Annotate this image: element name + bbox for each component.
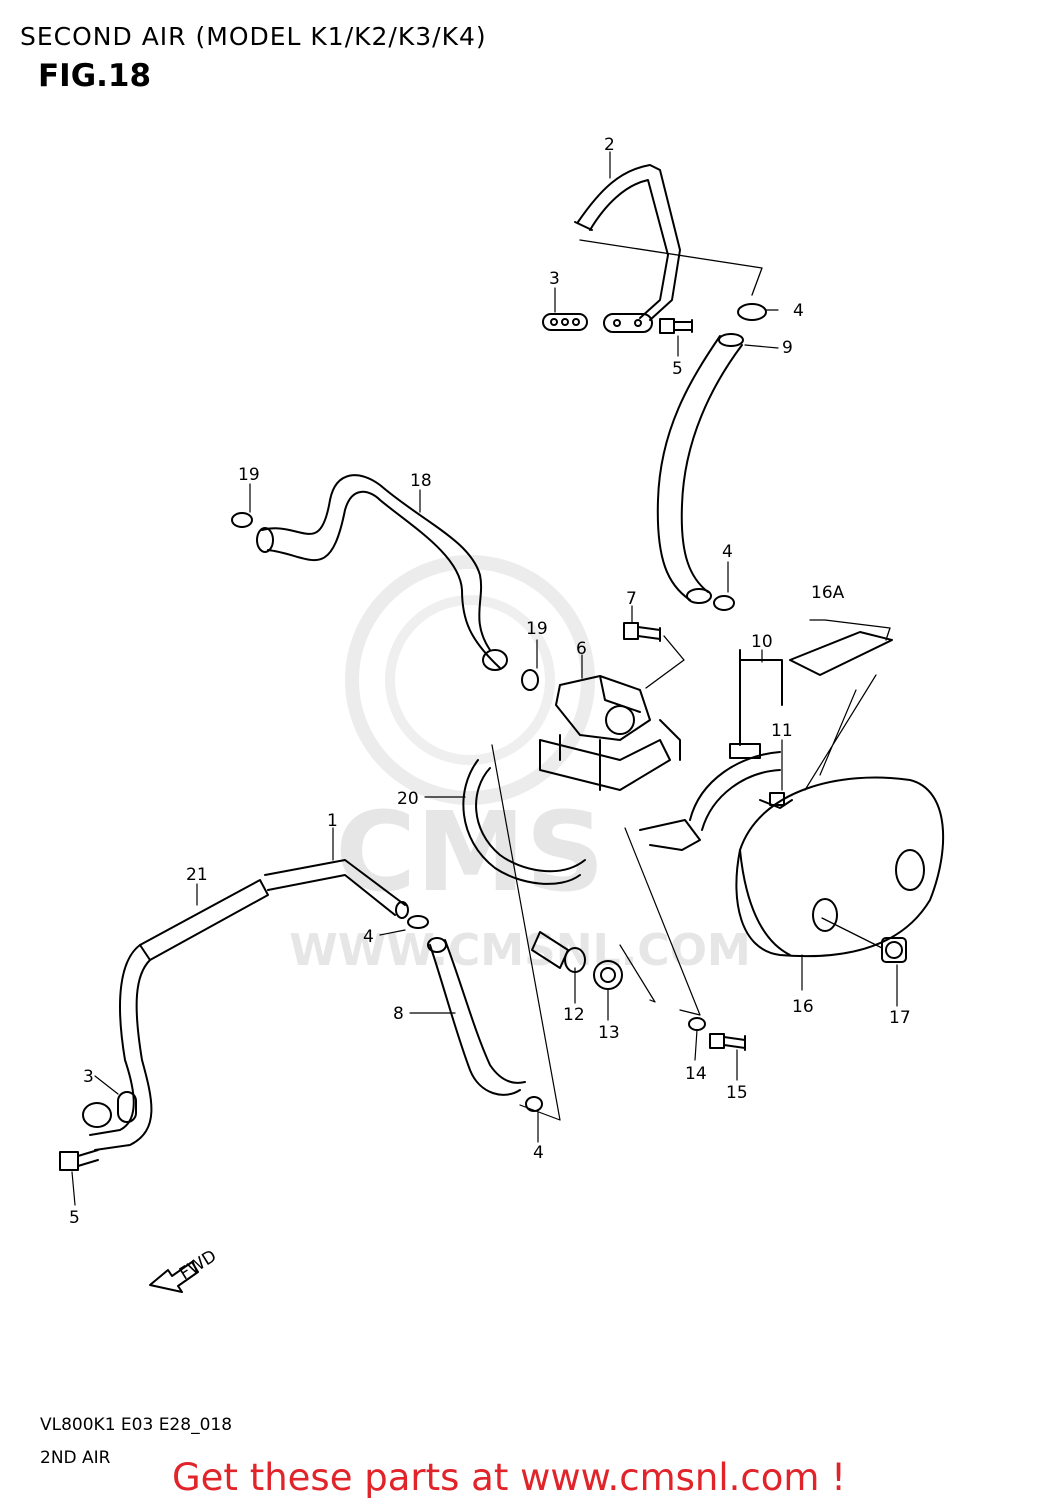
clip-part-4-low xyxy=(407,915,429,929)
cap-nut-part-17 xyxy=(881,937,907,963)
pipe-part-21 xyxy=(89,879,269,1151)
callout-4-bottom: 4 xyxy=(533,1143,544,1163)
pipe-part-1 xyxy=(264,859,409,919)
callout-7: 7 xyxy=(626,589,637,609)
clip-part-4-bottom xyxy=(525,1096,543,1112)
callout-8: 8 xyxy=(393,1004,404,1024)
gasket-part-3-top xyxy=(542,313,653,333)
bracket-part-10 xyxy=(689,649,793,831)
collar-part-13 xyxy=(593,960,623,990)
callout-4-top: 4 xyxy=(793,301,804,321)
callout-4-low: 4 xyxy=(363,927,374,947)
callout-2: 2 xyxy=(604,135,615,155)
callout-3-bottom: 3 xyxy=(83,1067,94,1087)
hose-part-20 xyxy=(462,759,586,885)
hose-part-9 xyxy=(656,333,744,604)
clip-part-4-top xyxy=(737,303,767,321)
callout-3-top: 3 xyxy=(549,269,560,289)
callout-9: 9 xyxy=(782,338,793,358)
clip-part-19-mid xyxy=(521,669,539,691)
clip-part-19-left xyxy=(231,512,253,528)
bolt-part-5-bottom xyxy=(59,1149,99,1171)
callout-12: 12 xyxy=(563,1005,585,1025)
figure-number: FIG.18 xyxy=(38,58,152,94)
valve-part-6 xyxy=(539,675,681,791)
pad-part-16a xyxy=(789,631,893,676)
clip-part-4-mid xyxy=(713,595,735,611)
bolt-part-5-top xyxy=(659,318,693,334)
leader-lines xyxy=(71,151,898,1206)
callout-17: 17 xyxy=(889,1008,911,1028)
callout-14: 14 xyxy=(685,1064,707,1084)
hose-part-8 xyxy=(427,937,526,1096)
callout-5-top: 5 xyxy=(672,359,683,379)
watermark-brand: CMS xyxy=(335,788,604,916)
callout-4-mid: 4 xyxy=(722,542,733,562)
section-name: 2ND AIR xyxy=(40,1448,111,1468)
fwd-label: FWD xyxy=(176,1246,220,1284)
bolt-part-7 xyxy=(623,622,661,642)
gasket-part-3-bottom xyxy=(82,1091,137,1128)
callout-16a: 16A xyxy=(811,583,845,603)
callout-labels: 2 3 4 5 9 19 18 4 7 16A 19 6 10 11 20 1 … xyxy=(69,135,911,1228)
callout-19-mid: 19 xyxy=(526,619,548,639)
callout-15: 15 xyxy=(726,1083,748,1103)
watermark: CMS WWW.CMSNL.COM xyxy=(289,555,751,976)
hose-part-18 xyxy=(256,474,508,671)
cover-part-16 xyxy=(735,776,945,958)
washer-part-14 xyxy=(688,1017,706,1031)
callout-20: 20 xyxy=(397,789,419,809)
forward-arrow-icon xyxy=(149,1261,199,1293)
callout-13: 13 xyxy=(598,1023,620,1043)
callout-18: 18 xyxy=(410,471,432,491)
callout-11: 11 xyxy=(771,721,793,741)
callout-16: 16 xyxy=(792,997,814,1017)
callout-10: 10 xyxy=(751,632,773,652)
diagram-header: SECOND AIR (MODEL K1/K2/K3/K4) xyxy=(20,22,487,51)
callout-1: 1 xyxy=(327,811,338,831)
callout-19-left: 19 xyxy=(238,465,260,485)
promo-link[interactable]: Get these parts at www.cmsnl.com ! xyxy=(172,1456,847,1499)
bolt-part-15 xyxy=(709,1033,746,1051)
callout-5-bottom: 5 xyxy=(69,1208,80,1228)
pipe-part-2 xyxy=(574,164,681,321)
callout-21: 21 xyxy=(186,865,208,885)
clamp-bracket xyxy=(639,819,701,851)
callout-6: 6 xyxy=(576,639,587,659)
model-code: VL800K1 E03 E28_018 xyxy=(40,1415,233,1435)
